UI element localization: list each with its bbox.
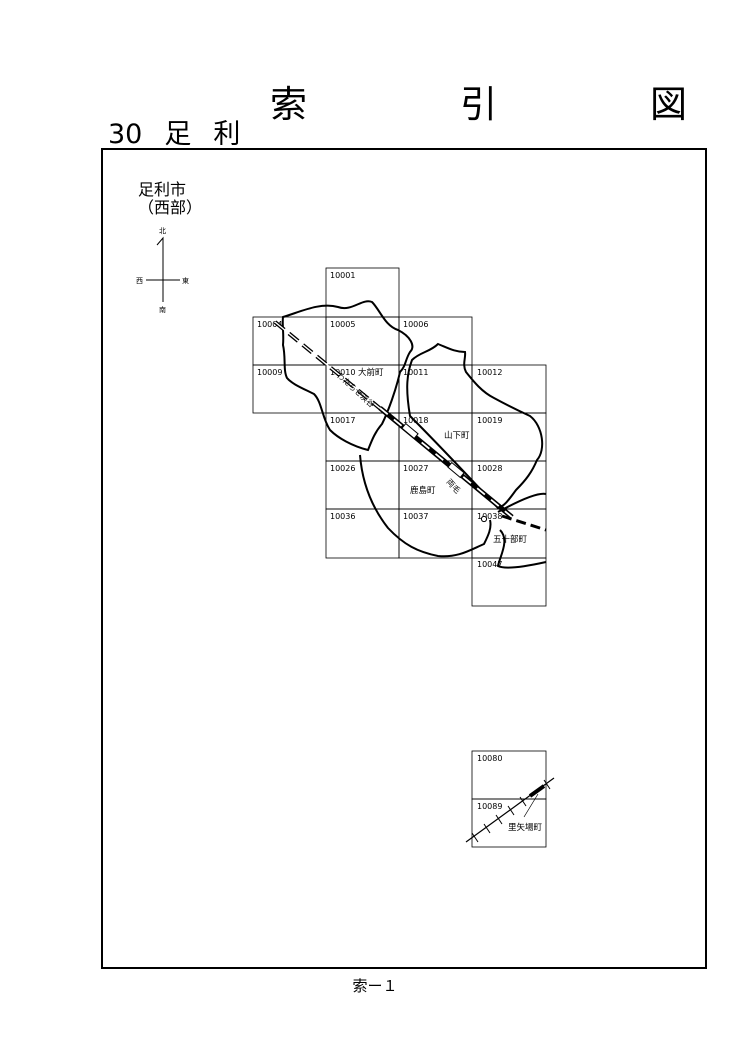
map-frame xyxy=(101,148,707,969)
compass xyxy=(146,236,180,302)
railway-south xyxy=(465,777,555,843)
railway-lines xyxy=(273,320,547,532)
tile-10047[interactable] xyxy=(471,557,547,607)
compass-west-label: 西 xyxy=(136,277,143,285)
section-name: 足利 xyxy=(164,119,263,150)
section-number: 30 xyxy=(108,119,143,150)
place-label-yamashita: 山下町 xyxy=(444,430,470,441)
boundary-yamashita xyxy=(406,342,544,510)
tile-label: 10004 xyxy=(257,320,282,329)
tile-label: 10026 xyxy=(330,464,355,473)
tile-label: 10001 xyxy=(330,271,355,280)
city-label: 足利市 （西部） xyxy=(138,181,202,217)
tile-label: 10089 xyxy=(477,802,502,811)
tile-label: 10037 xyxy=(403,512,428,521)
compass-south-label: 南 xyxy=(159,305,166,314)
tile-10089[interactable] xyxy=(471,798,547,848)
tile-label: 10019 xyxy=(477,416,502,425)
tile-label: 10010 xyxy=(330,368,355,377)
tile-label: 10011 xyxy=(403,368,428,377)
tile-grid xyxy=(252,267,547,848)
boundary-kashima xyxy=(359,454,492,558)
tile-label: 10009 xyxy=(257,368,282,377)
compass-north-label: 北 xyxy=(159,227,166,235)
place-label-sato-yaba: 里矢場町 xyxy=(508,822,543,833)
tile-label: 10038 xyxy=(477,512,502,521)
city-area: （西部） xyxy=(138,198,203,217)
tile-label: 10027 xyxy=(403,464,428,473)
railway-label-ryomo: 両毛 xyxy=(445,477,463,496)
boundary-omae xyxy=(281,300,414,452)
tile-label: 10006 xyxy=(403,320,428,329)
tile-label: 10028 xyxy=(477,464,502,473)
compass-east-label: 東 xyxy=(182,276,189,285)
page-footer: 索ー１ xyxy=(352,977,398,995)
section-title: 30 足利 xyxy=(108,112,262,151)
place-label-kashima: 鹿島町 xyxy=(410,485,436,496)
place-label-omae: 大前町 xyxy=(358,367,384,378)
tile-label: 10080 xyxy=(477,754,502,763)
tile-label: 10036 xyxy=(330,512,355,521)
tile-label: 10047 xyxy=(477,560,502,569)
tile-label: 10012 xyxy=(477,368,502,377)
tile-label: 10005 xyxy=(330,320,355,329)
tile-label: 10017 xyxy=(330,416,355,425)
city-name: 足利市 xyxy=(138,180,187,199)
place-label-gojubu: 五十部町 xyxy=(493,534,528,545)
